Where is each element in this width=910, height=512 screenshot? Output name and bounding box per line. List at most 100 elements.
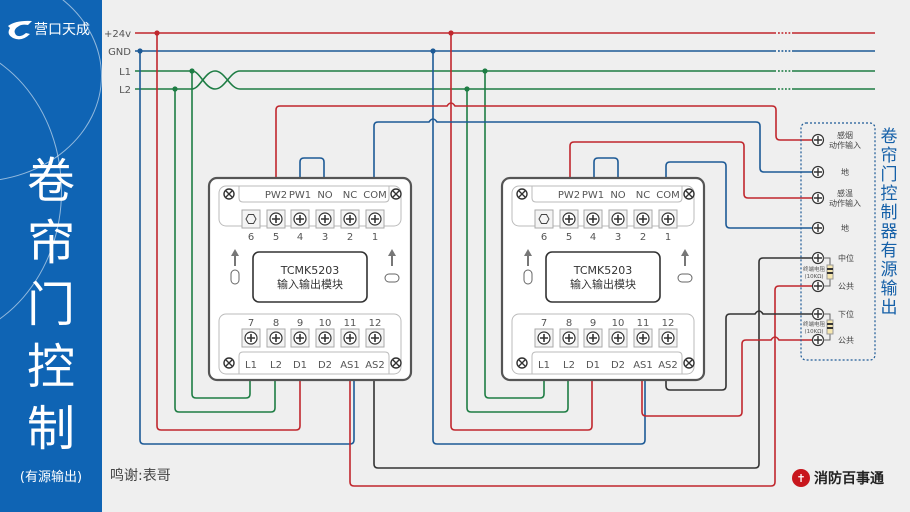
title-char: 控	[26, 339, 75, 395]
screw-cross	[814, 282, 822, 290]
wire	[373, 257, 812, 469]
wire	[156, 33, 301, 431]
bus-line	[135, 70, 776, 90]
footer-logo: ✝ 消防百事通	[792, 468, 884, 488]
resistor-band	[827, 323, 833, 325]
controller-terminal-label: 公共	[838, 336, 854, 345]
page-subtitle: (有源输出)	[19, 470, 83, 485]
slot-vertical	[230, 269, 240, 285]
bottom-terminal-frame	[511, 313, 695, 375]
top-terminal-number: 3	[615, 232, 621, 243]
thanks-text: 鸣谢:表哥	[110, 468, 171, 484]
bus-break-dot	[785, 88, 787, 90]
top-terminal-label: NO	[317, 190, 332, 201]
bus-break-dot	[781, 32, 784, 34]
screw-cross	[814, 224, 822, 232]
hex-nut-icon	[245, 214, 257, 224]
wire	[569, 141, 812, 199]
terminal-block	[241, 209, 261, 229]
bottom-terminal-number: 11	[637, 318, 650, 329]
arrow-up-head	[681, 249, 689, 256]
mount-screw-cross	[685, 190, 693, 198]
controller-terminal-label: 感烟	[837, 130, 853, 140]
screw-cross	[272, 215, 280, 223]
brand-name: 营口天成	[34, 22, 90, 38]
top-terminal-label: COM	[656, 190, 679, 201]
module-name: 输入输出模块	[570, 277, 636, 291]
bus-break-dot	[778, 70, 780, 72]
mount-screw-cross	[392, 190, 400, 198]
top-terminal-label: PW2	[558, 190, 580, 201]
controller-terminal-label2: 动作输入	[829, 198, 861, 208]
mount-screw-cross	[518, 359, 526, 367]
screw-cross	[814, 336, 822, 344]
screw-cross	[346, 334, 354, 342]
bottom-terminal-number: 11	[344, 318, 357, 329]
bus-line	[135, 70, 776, 90]
mount-screw-cross	[518, 190, 526, 198]
controller-terminal-label: 下位	[838, 309, 854, 319]
wire	[593, 157, 619, 178]
bottom-terminal-number: 10	[319, 318, 332, 329]
bus-break-dot	[778, 50, 780, 52]
bottom-terminal-number: 12	[662, 318, 675, 329]
bus-break-dot	[785, 50, 787, 52]
screw-cross	[814, 136, 822, 144]
screw-cross	[565, 215, 573, 223]
wire	[450, 33, 593, 431]
wire	[641, 336, 812, 417]
wire	[174, 89, 276, 413]
title-char: 卷	[26, 153, 75, 209]
resistor-label: 终端电阻	[803, 320, 826, 328]
title-char: 帘	[26, 215, 75, 271]
top-terminal-label: NC	[343, 190, 357, 201]
screw-cross	[247, 334, 255, 342]
module-label-box	[545, 251, 661, 303]
wire	[373, 118, 812, 178]
bottom-label-frame	[238, 351, 390, 374]
screw-cross	[321, 215, 329, 223]
top-terminal-number: 6	[541, 232, 547, 243]
bottom-terminal-number: 9	[590, 318, 596, 329]
screw-cross	[614, 334, 622, 342]
screw-cross	[296, 334, 304, 342]
bottom-terminal-label: D2	[318, 360, 332, 371]
bottom-terminal-label: AS2	[365, 360, 385, 371]
top-terminal-number: 2	[347, 232, 353, 243]
top-terminal-label: COM	[363, 190, 386, 201]
bottom-terminal-number: 7	[248, 318, 254, 329]
arrow-up-head	[524, 249, 532, 256]
title-char: 门	[26, 277, 75, 333]
hex-nut-icon	[538, 214, 550, 224]
resistor-value: (10KΩ)	[804, 274, 823, 280]
top-terminal-number: 1	[665, 232, 671, 243]
bus-label-1: GND	[108, 47, 131, 58]
controller-terminal-label: 地	[841, 223, 849, 233]
bottom-terminal-label: AS1	[340, 360, 360, 371]
bus-label-3: L2	[119, 85, 131, 96]
top-terminal-label: PW1	[582, 190, 604, 201]
mount-screw-cross	[685, 359, 693, 367]
screw-cross	[589, 334, 597, 342]
screw-cross	[371, 215, 379, 223]
bottom-terminal-frame	[218, 313, 402, 375]
bottom-label-frame	[531, 351, 683, 374]
resistor-band	[827, 327, 833, 329]
module-label-box	[252, 251, 368, 303]
bottom-terminal-label: L1	[245, 360, 257, 371]
screw-cross	[814, 168, 822, 176]
top-terminal-label: PW1	[289, 190, 311, 201]
screw-cross	[664, 215, 672, 223]
bottom-terminal-label: L1	[538, 360, 550, 371]
screw-cross	[639, 334, 647, 342]
controller-dashed-frame	[800, 122, 876, 361]
bus-break-dot	[788, 50, 791, 52]
wire	[349, 285, 812, 487]
footer-logo-text: 消防百事通	[814, 471, 884, 487]
bus-break-dot	[785, 32, 787, 34]
resistor-band	[827, 272, 833, 274]
top-terminal-number: 3	[322, 232, 328, 243]
controller-terminal-label2: 动作输入	[829, 140, 861, 150]
